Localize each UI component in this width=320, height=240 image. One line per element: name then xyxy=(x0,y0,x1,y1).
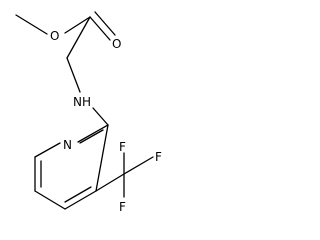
fluorine-bottom-label: F xyxy=(119,200,126,214)
bond-cf3-f-right xyxy=(123,156,154,175)
bond-carbonyl-double-a xyxy=(89,16,111,41)
fluorine-right-label: F xyxy=(155,150,162,164)
carbonyl-oxygen-label: O xyxy=(112,37,121,51)
bond-nh-ring xyxy=(92,107,109,126)
bond-ch2-nh xyxy=(66,57,81,93)
bond-methyl-o xyxy=(15,14,48,35)
bond-ring-c4-c3-inner xyxy=(64,186,92,203)
bond-ring-c2-n1 xyxy=(77,124,109,143)
bond-ring-c5-c4 xyxy=(34,190,66,210)
bond-o-carbonyl xyxy=(64,16,91,34)
fluorine-top-label: F xyxy=(119,140,126,154)
amine-nh-label: NH xyxy=(73,95,91,109)
bond-ring-n1-c6 xyxy=(34,142,61,158)
bond-ring-c3-c2 xyxy=(95,124,109,192)
bond-carbonyl-double-b xyxy=(94,11,116,36)
atom-labels: O O NH N F F F xyxy=(50,29,162,214)
bond-carbonyl-ch2 xyxy=(66,16,91,59)
chemical-structure-diagram: O O NH N F F F xyxy=(15,11,162,214)
bond-ring-c2-n1-inner xyxy=(79,129,104,144)
bond-ring-cf3 xyxy=(95,173,125,192)
ring-nitrogen-label: N xyxy=(63,138,72,152)
bond-ring-c4-c3 xyxy=(64,190,97,210)
ester-oxygen-label: O xyxy=(50,29,59,43)
bonds xyxy=(15,11,154,210)
